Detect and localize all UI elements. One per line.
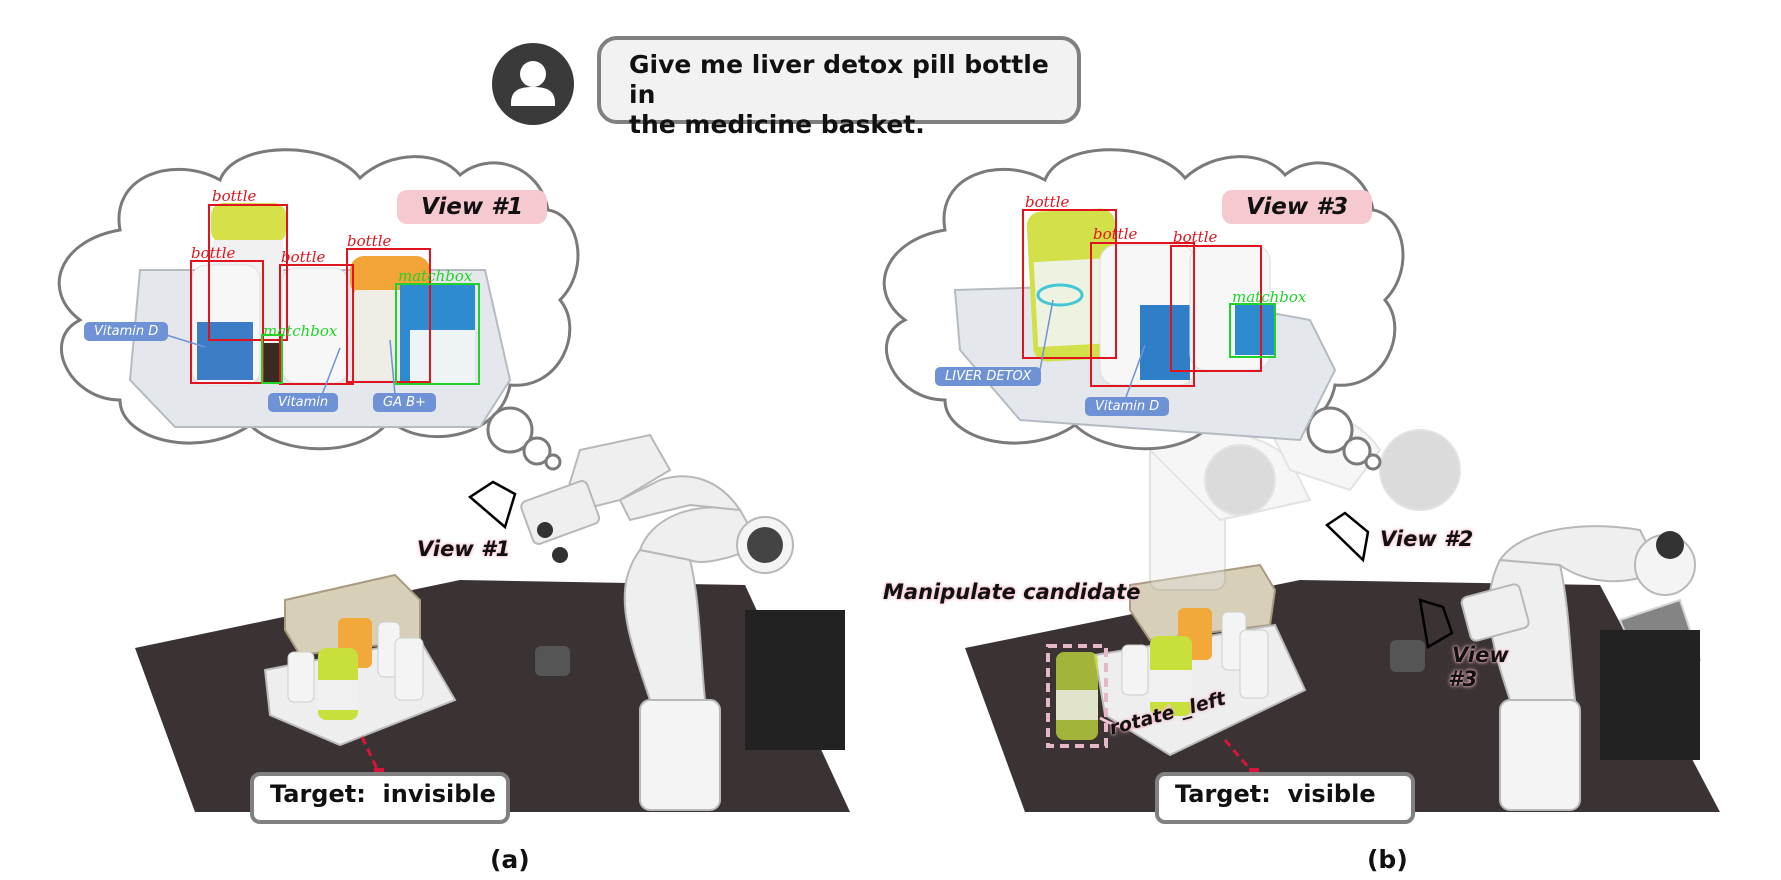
cloud-bottle-green-a bbox=[211, 203, 286, 243]
ocr-leader-1-b bbox=[1039, 299, 1054, 371]
det-label-bottle-2-b: bottle bbox=[1093, 225, 1138, 243]
controller-box-a bbox=[745, 610, 845, 750]
manipulate-candidate-label: Manipulate candidate bbox=[883, 580, 1141, 604]
jar-b bbox=[1390, 640, 1425, 672]
bottle-white-a2 bbox=[394, 637, 424, 701]
caption-b: (b) bbox=[1367, 845, 1408, 874]
det-label-bottle-1-a: bottle bbox=[212, 187, 257, 205]
det-label-bottle-4-a: bottle bbox=[347, 232, 392, 250]
robot-arm-ghost-b bbox=[1148, 414, 1461, 591]
det-label-bottle-3-a: bottle bbox=[281, 248, 326, 266]
user-prompt-line-1: Give me liver detox pill bottle in bbox=[629, 50, 1049, 109]
cloud-matchbox-face-a bbox=[410, 330, 475, 385]
ocr-leader-2-a bbox=[319, 347, 341, 401]
det-box-bottle-1-a bbox=[208, 204, 288, 341]
det-box-bottle-2-a bbox=[190, 260, 264, 384]
det-box-bottle-3-a bbox=[279, 264, 354, 385]
bottle-white-b2 bbox=[1239, 629, 1269, 699]
camera-frustum-a bbox=[467, 480, 517, 530]
user-icon bbox=[511, 61, 555, 106]
det-box-bottle-2-b bbox=[1090, 242, 1195, 387]
cloud-matchbox-small-a bbox=[263, 343, 283, 383]
det-label-matchbox-1-b: matchbox bbox=[1232, 288, 1307, 306]
target-status-b: Target: visible bbox=[1155, 772, 1415, 824]
det-label-bottle-1-b: bottle bbox=[1025, 193, 1070, 211]
camera-frustum-view3 bbox=[1418, 598, 1454, 649]
camera-label-view1: View #1 bbox=[417, 537, 511, 561]
user-prompt-bubble: Give me liver detox pill bottle in the m… bbox=[597, 36, 1081, 139]
camera-label-view3-line2: #3 bbox=[1448, 667, 1478, 691]
view-tag-a: View #1 bbox=[397, 190, 548, 224]
bottle-label-a bbox=[318, 680, 358, 710]
target-arrow-a bbox=[360, 736, 382, 776]
det-box-bottle-4-a bbox=[346, 248, 431, 383]
det-label-matchbox-1-a: matchbox bbox=[398, 267, 473, 285]
det-box-matchbox-1-a bbox=[395, 283, 480, 385]
bottle-label-b bbox=[1150, 670, 1192, 702]
ocr-tag-vitamin-d-a: Vitamin D bbox=[84, 322, 169, 341]
bottle-small-a bbox=[287, 651, 315, 703]
camera-label-view2: View #2 bbox=[1380, 527, 1474, 551]
ocr-tag-vitamin-d-b: Vitamin D bbox=[1085, 397, 1170, 416]
rotate-arc-b bbox=[1099, 704, 1172, 730]
robot-arm-a bbox=[520, 433, 794, 811]
det-box-matchbox-1-b bbox=[1229, 303, 1276, 358]
det-box-bottle-1-b bbox=[1022, 209, 1117, 359]
manipulate-candidate-box bbox=[1046, 644, 1108, 748]
liver-detox-highlight bbox=[1036, 283, 1084, 307]
controller-box-b bbox=[1600, 630, 1700, 760]
cloud-bottle-vitd-label-a bbox=[197, 322, 253, 380]
jar-a bbox=[535, 646, 570, 676]
det-label-bottle-2-a: bottle bbox=[191, 244, 236, 262]
user-avatar bbox=[492, 43, 574, 125]
camera-label-view3-line1: View bbox=[1452, 643, 1509, 667]
ocr-leader-2-b bbox=[1124, 344, 1146, 401]
det-box-bottle-3-b bbox=[1170, 245, 1262, 372]
ocr-leader-3-a bbox=[389, 339, 396, 396]
cloud-matchbox-b bbox=[1235, 305, 1275, 355]
ocr-tag-liver-detox-b: LIVER DETOX bbox=[935, 367, 1042, 386]
ocr-tag-ga-b-a: GA B+ bbox=[373, 393, 436, 412]
target-status-a: Target: invisible bbox=[250, 772, 510, 824]
cloud-bottle-white-1-label-b bbox=[1140, 305, 1190, 380]
user-prompt-line-2: the medicine basket. bbox=[629, 110, 925, 139]
target-arrow-b bbox=[1223, 739, 1257, 776]
view-tag-b: View #3 bbox=[1222, 190, 1373, 224]
ghost-bottle-label-b bbox=[1056, 690, 1098, 720]
bottle-small-b bbox=[1121, 644, 1149, 696]
ocr-tag-vitamin-a: Vitamin bbox=[268, 393, 339, 412]
det-label-matchbox-2-a: matchbox bbox=[263, 322, 338, 340]
caption-a: (a) bbox=[490, 845, 530, 874]
det-label-bottle-3-b: bottle bbox=[1173, 228, 1218, 246]
det-box-matchbox-2-a bbox=[261, 334, 283, 384]
camera-frustum-view2 bbox=[1325, 511, 1370, 563]
